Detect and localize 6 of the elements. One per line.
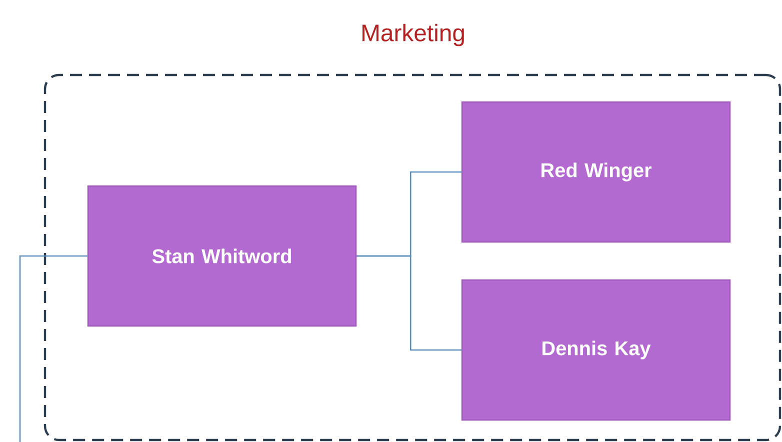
group-title: Marketing [362,24,464,46]
connector-line [356,255,462,351]
person-box: Stan Whitword [87,185,357,327]
person-box: Dennis Kay [461,279,731,421]
person-box: Red Winger [461,101,731,243]
connector-line [19,255,88,442]
